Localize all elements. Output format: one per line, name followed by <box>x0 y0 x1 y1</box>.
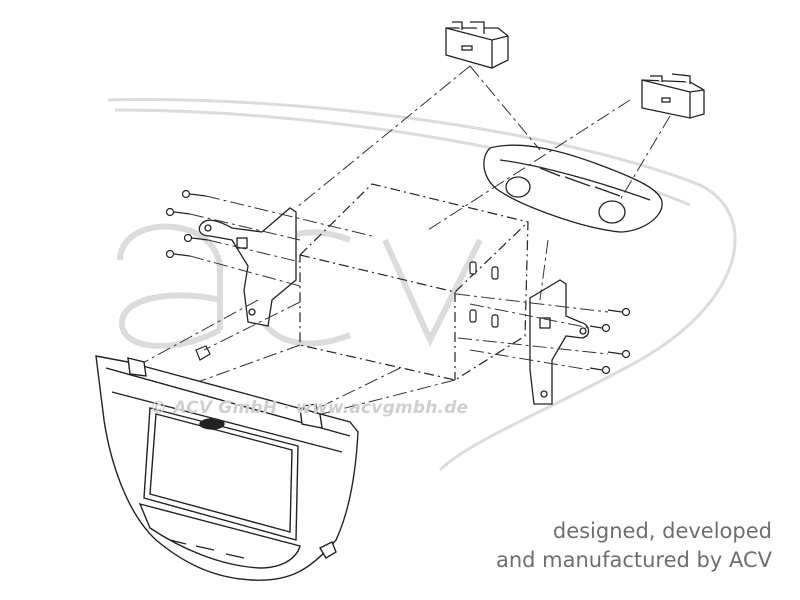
fascia-frame <box>95 355 359 581</box>
assembly-lines <box>129 65 671 419</box>
mounting-bracket-right <box>529 279 590 405</box>
switch-module-right <box>641 73 705 119</box>
screw <box>165 207 191 217</box>
watermark-text: © ACV GmbH · www.acvgmbh.de <box>150 398 469 418</box>
credit-line-2: and manufactured by ACV <box>495 548 772 572</box>
credit-line-1: designed, developed <box>552 519 772 543</box>
radio-unit-outline <box>299 183 529 381</box>
screw <box>589 323 611 333</box>
screw <box>181 189 207 199</box>
screw <box>607 349 631 359</box>
mounting-slots <box>469 261 499 328</box>
screw <box>183 233 209 243</box>
climate-control-panel <box>483 144 663 233</box>
screw <box>589 365 611 375</box>
mounting-bracket-left <box>198 207 297 327</box>
screw <box>607 307 631 317</box>
switch-module-top <box>445 21 509 69</box>
screws <box>165 189 631 375</box>
screw <box>165 249 191 259</box>
